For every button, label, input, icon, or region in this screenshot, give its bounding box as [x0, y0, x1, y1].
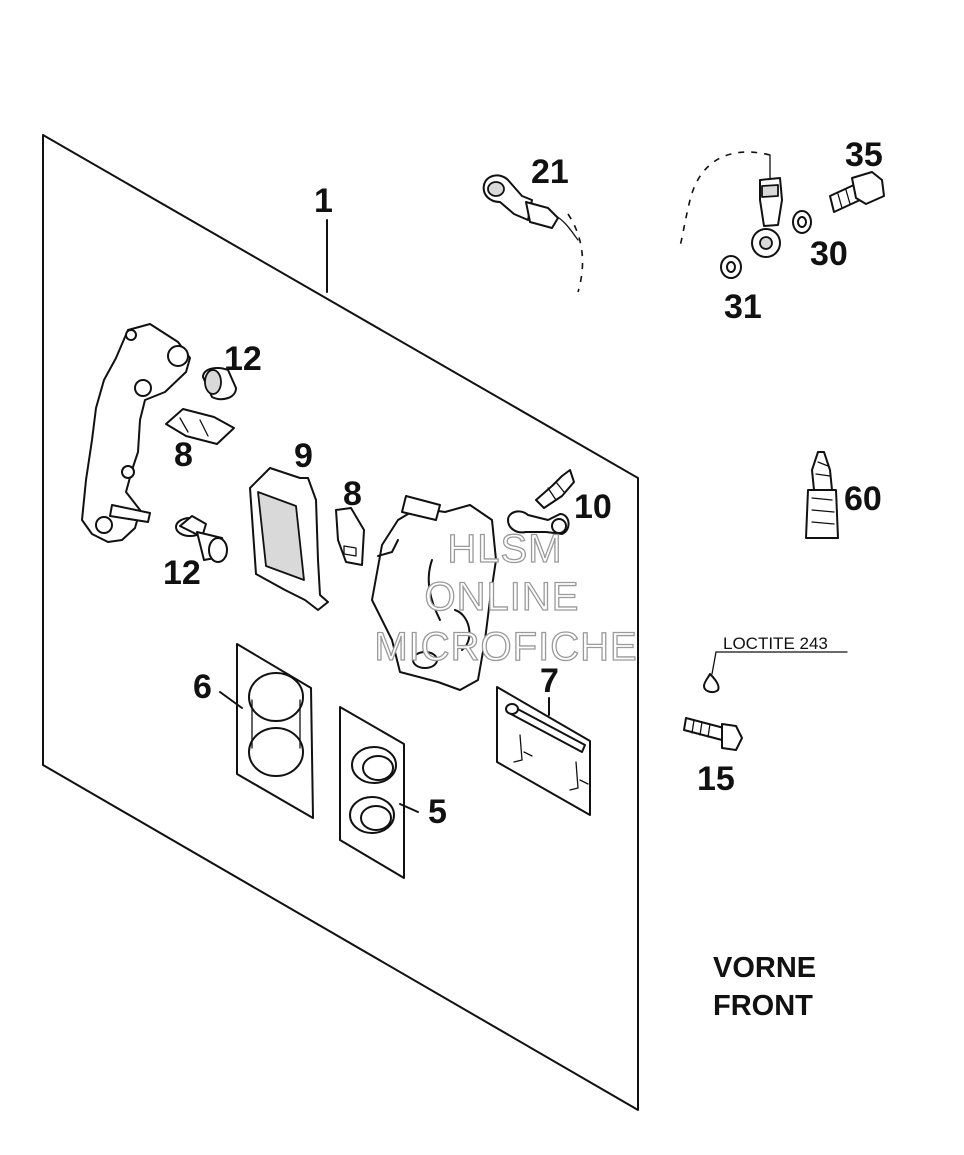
callout-6: 6: [193, 668, 212, 706]
bushing-upper: [202, 367, 237, 401]
callout-8-left: 8: [174, 436, 193, 474]
brake-line-banjo-fitting: [679, 151, 783, 258]
leader-line-6: [219, 691, 243, 709]
callout-8-center: 8: [343, 475, 362, 513]
watermark-line-1: HLSM: [447, 527, 562, 571]
seal-kit: [339, 706, 405, 879]
callout-1: 1: [314, 182, 333, 220]
callout-35: 35: [845, 136, 883, 174]
pad-spring-left: [165, 408, 235, 445]
guide-pin-bolt: [175, 515, 228, 563]
caliper-assembly-panel: [42, 134, 639, 1111]
pad-spring-center: [335, 507, 365, 566]
callout-30: 30: [810, 235, 848, 273]
callout-31: 31: [724, 288, 762, 326]
callout-21: 21: [531, 153, 569, 191]
banjo-bolt: [829, 171, 885, 213]
caliper-mounting-bolt: [683, 651, 848, 751]
washer-30: [792, 210, 812, 234]
brake-hose-banjo: [482, 174, 584, 293]
watermark-line-3: MICROFICHE: [374, 625, 637, 669]
caliper-bracket: [81, 323, 191, 543]
loctite-tube: [805, 451, 839, 539]
washer-31: [720, 255, 742, 279]
watermark-line-2: ONLINE: [425, 575, 580, 619]
bleeder-valve: [507, 469, 575, 535]
piston-kit: [236, 643, 314, 819]
callout-12-upper: 12: [224, 340, 262, 378]
pin-kit: [496, 686, 591, 816]
callout-15: 15: [697, 760, 735, 798]
leader-line-5: [399, 803, 419, 813]
caliper-housing: [371, 495, 497, 691]
callout-9: 9: [294, 437, 313, 475]
callout-7: 7: [540, 662, 559, 700]
brake-pad: [249, 467, 329, 611]
callout-5: 5: [428, 793, 447, 831]
region-label-front: FRONT: [713, 990, 813, 1022]
loctite-note: LOCTITE 243: [723, 634, 828, 653]
callout-60: 60: [844, 480, 882, 518]
callout-12-lower: 12: [163, 554, 201, 592]
callout-10: 10: [574, 488, 612, 526]
region-label-vorne: VORNE: [713, 952, 816, 984]
